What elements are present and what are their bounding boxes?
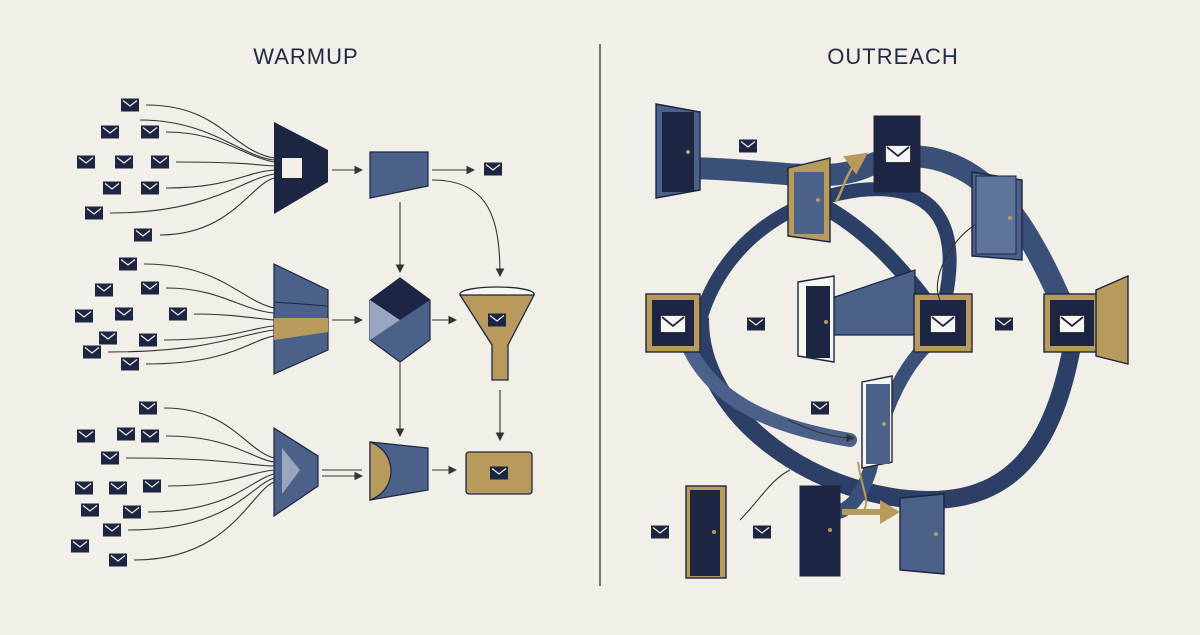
envelope-icon xyxy=(114,154,134,170)
envelope-icon xyxy=(102,522,122,538)
envelope-icon xyxy=(1058,314,1086,334)
envelope-icon xyxy=(98,330,118,346)
envelope-icon xyxy=(650,524,670,540)
door-icon xyxy=(797,275,835,363)
envelope-icon xyxy=(659,314,687,334)
envelope-icon xyxy=(114,306,134,322)
sorter-slot xyxy=(282,158,302,178)
envelope-icon xyxy=(76,154,96,170)
envelope-icon xyxy=(140,180,160,196)
envelope-icon xyxy=(483,161,503,177)
envelope-icon xyxy=(133,227,153,243)
door-icon xyxy=(655,103,701,199)
envelope-icon xyxy=(746,316,766,332)
door-icon xyxy=(685,485,727,579)
envelope-icon xyxy=(102,180,122,196)
envelope-icon xyxy=(82,344,102,360)
envelope-icon xyxy=(929,314,957,334)
envelope-icon xyxy=(70,538,90,554)
envelope-icon xyxy=(752,524,772,540)
envelope-icon xyxy=(120,356,140,372)
envelope-icon xyxy=(80,502,100,518)
flow-lines-middle xyxy=(107,263,275,365)
envelope-icon xyxy=(140,124,160,140)
envelope-icon xyxy=(116,426,136,442)
envelope-icon xyxy=(150,154,170,170)
door-icon xyxy=(799,485,841,577)
outreach-title: OUTREACH xyxy=(827,44,959,69)
envelope-cluster-bottom xyxy=(70,400,162,568)
door-frame-right xyxy=(1043,274,1129,365)
door-frame-left xyxy=(645,293,701,353)
envelope-icon xyxy=(94,282,114,298)
envelope-cluster-top xyxy=(76,97,170,243)
envelope-icon xyxy=(138,332,158,348)
envelope-icon xyxy=(810,400,830,416)
sorter-gold-band xyxy=(274,318,328,340)
envelope-icon xyxy=(738,138,758,154)
envelope-icon xyxy=(108,552,128,568)
envelope-cluster-middle xyxy=(74,256,188,372)
outreach-panel xyxy=(645,103,1129,579)
envelope-icon xyxy=(168,306,188,322)
center-wedge xyxy=(825,269,916,336)
envelope-icon xyxy=(76,428,96,444)
envelope-icon xyxy=(489,465,509,481)
arrow-icon xyxy=(857,461,868,511)
funnel-icon xyxy=(458,286,536,381)
envelope-icon xyxy=(74,480,94,496)
envelope-icon xyxy=(84,205,104,221)
door-icon xyxy=(787,157,831,243)
door-icon xyxy=(873,115,921,193)
envelope-icon xyxy=(140,428,160,444)
envelope-icon xyxy=(138,400,158,416)
flow-lines-top xyxy=(109,104,275,236)
door-icon xyxy=(899,493,945,575)
envelope-icon xyxy=(120,97,140,113)
door-icon xyxy=(861,375,893,469)
envelope-icon xyxy=(122,504,142,520)
warmup-title: WARMUP xyxy=(253,44,359,69)
door-icon xyxy=(971,171,1023,261)
envelope-icon xyxy=(100,124,120,140)
arrow-icon xyxy=(834,152,869,203)
processor-top xyxy=(369,151,429,199)
envelope-icon xyxy=(142,478,162,494)
envelope-icon xyxy=(74,308,94,324)
connector-lines xyxy=(739,224,976,521)
envelope-icon xyxy=(100,450,120,466)
flow-lines-bottom xyxy=(125,407,275,561)
warmup-panel xyxy=(70,97,536,568)
envelope-icon xyxy=(994,316,1014,332)
envelope-icon xyxy=(140,280,160,296)
envelope-icon xyxy=(108,480,128,496)
door-frame-center xyxy=(913,293,973,353)
envelope-icon xyxy=(118,256,138,272)
